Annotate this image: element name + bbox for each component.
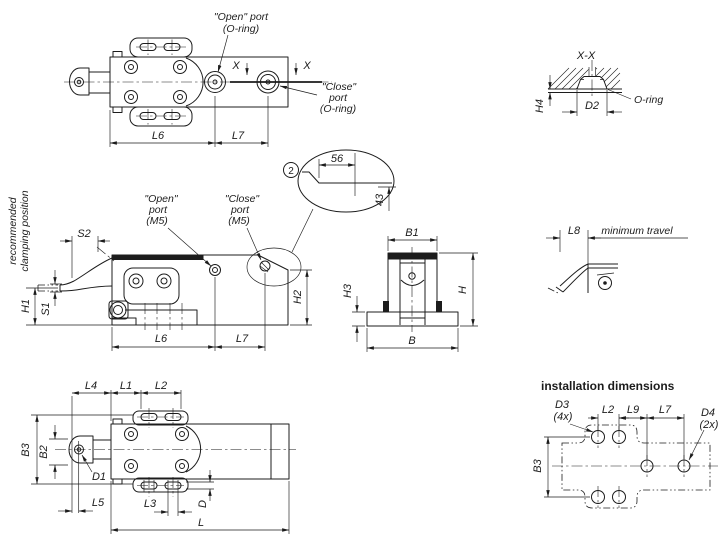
top-view: X X L6 L7 "Open" port (O-ring) "Close" p… bbox=[64, 11, 357, 147]
close-m5-line2: port bbox=[230, 204, 250, 216]
dim-s1: S1 bbox=[40, 302, 52, 315]
dim-l: L bbox=[198, 517, 204, 529]
oring-label: O-ring bbox=[634, 94, 663, 106]
dim-h4: H4 bbox=[534, 99, 546, 113]
dim-h: H bbox=[457, 286, 469, 294]
dim-b3-install: B3 bbox=[532, 458, 544, 472]
close-port-callout-line1: "Close" bbox=[322, 81, 358, 93]
open-port-callout-line2: (O-ring) bbox=[223, 23, 259, 35]
dim-d1: D1 bbox=[92, 471, 106, 483]
close-m5-line3: (M5) bbox=[228, 215, 250, 227]
front-view: B1 H B H3 bbox=[342, 227, 478, 352]
dim-l6-top: L6 bbox=[152, 130, 165, 142]
dim-d: D bbox=[197, 500, 209, 508]
dim-l7-install: L7 bbox=[659, 404, 672, 416]
dim-l2-install: L2 bbox=[602, 404, 614, 416]
section-label-x-left: X bbox=[231, 60, 240, 72]
dim-l4: L4 bbox=[85, 380, 97, 392]
side-view: recommended clamping position S2 bbox=[7, 190, 312, 351]
dim-s2: S2 bbox=[77, 228, 90, 240]
section-view-xx: X-X H4 D2 O-ring bbox=[534, 50, 663, 116]
balloon-2 bbox=[283, 162, 299, 178]
dim-b1: B1 bbox=[405, 227, 418, 239]
dim-h2: H2 bbox=[292, 290, 304, 304]
balloon-2-label: 2 bbox=[288, 166, 294, 177]
minimum-travel-label: minimum travel bbox=[601, 225, 673, 237]
dim-l3: L3 bbox=[144, 498, 157, 510]
installation-view: installation dimensions L2 L9 L7 B3 D3 (… bbox=[532, 379, 719, 509]
dim-b2: B2 bbox=[38, 445, 50, 458]
travel-view: L8 minimum travel bbox=[546, 225, 688, 294]
clamping-note-line1: recommended bbox=[7, 196, 19, 264]
open-port-callout-line1: "Open" port bbox=[214, 11, 269, 23]
dim-l1: L1 bbox=[120, 380, 132, 392]
close-m5-line1: "Close" bbox=[225, 193, 261, 205]
open-m5-line3: (M5) bbox=[146, 215, 168, 227]
clamping-note-line2: clamping position bbox=[19, 190, 31, 271]
dim-l6-side: L6 bbox=[155, 333, 168, 345]
section-label-x-right: X bbox=[302, 60, 311, 72]
close-port-callout-line3: (O-ring) bbox=[320, 103, 356, 115]
close-port-top bbox=[256, 70, 280, 94]
dim-l2: L2 bbox=[155, 380, 167, 392]
dim-l9-install: L9 bbox=[627, 404, 639, 416]
dim-d3-line2: (4x) bbox=[554, 411, 573, 423]
dim-b3: B3 bbox=[20, 442, 32, 456]
dim-l7-side: L7 bbox=[236, 333, 249, 345]
section-title: X-X bbox=[576, 50, 596, 62]
detail-source-ellipse bbox=[246, 247, 302, 287]
installation-title: installation dimensions bbox=[541, 379, 675, 393]
dim-d3-line1: D3 bbox=[555, 399, 570, 411]
close-port-side bbox=[259, 260, 271, 273]
dim-h1: H1 bbox=[20, 299, 32, 313]
dim-d4-line2: (2x) bbox=[700, 419, 719, 431]
open-m5-line2: port bbox=[148, 204, 168, 216]
dim-d2: D2 bbox=[585, 100, 599, 112]
close-port-callout-line2: port bbox=[328, 92, 348, 104]
dim-56: 56 bbox=[331, 153, 344, 165]
detail-callout: 2 56 43 bbox=[283, 149, 396, 253]
dim-l5: L5 bbox=[92, 497, 105, 509]
bottom-view: L4 L1 L2 B3 B2 D1 L5 L3 D L bbox=[20, 380, 296, 534]
open-port-side bbox=[209, 264, 221, 276]
dim-43: 43 bbox=[374, 193, 386, 206]
open-m5-line1: "Open" bbox=[144, 193, 178, 205]
dim-l7-top: L7 bbox=[232, 130, 245, 142]
dim-b: B bbox=[408, 335, 415, 347]
open-port-top bbox=[204, 71, 226, 93]
pocket-contour bbox=[561, 424, 711, 509]
dim-h3: H3 bbox=[342, 283, 354, 298]
dim-l8: L8 bbox=[568, 225, 581, 237]
dim-d4-line1: D4 bbox=[701, 407, 715, 419]
